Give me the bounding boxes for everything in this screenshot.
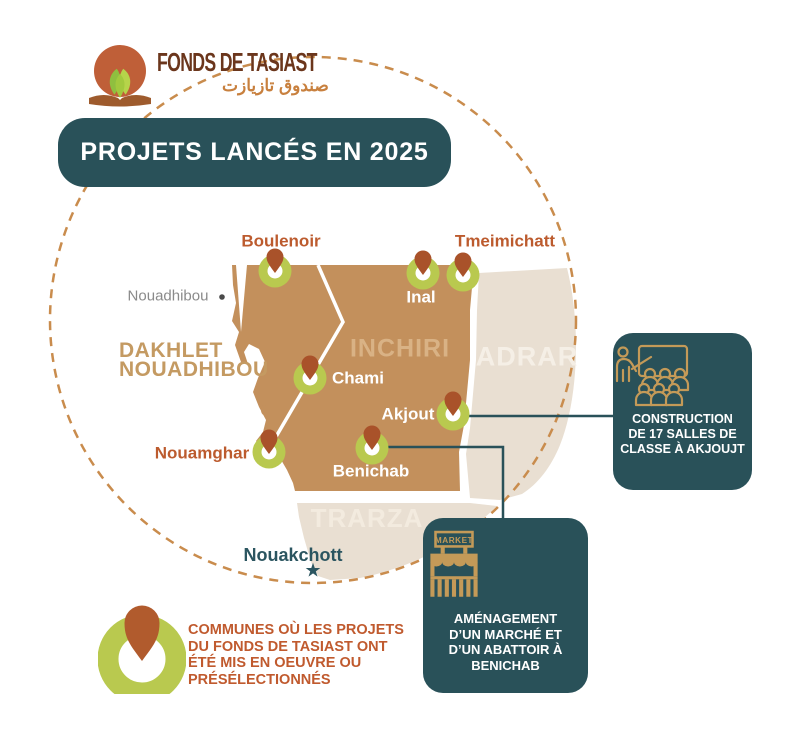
dashed-circle	[48, 55, 578, 585]
island	[269, 417, 275, 425]
pin-nouamghar	[252, 429, 286, 469]
city-label-nouadhibou: Nouadhibou	[127, 287, 209, 305]
pin-chami	[293, 355, 327, 395]
legend-line4: PRÉSÉLECTIONNÉS	[188, 671, 331, 688]
legend-line1: COMMUNES OÙ LES PROJETS	[188, 622, 404, 638]
nouakchott-star-icon: ★	[304, 560, 322, 582]
region-label-adrar: ADRAR	[475, 341, 579, 372]
pin-benichab	[355, 425, 389, 465]
pin-label-boulenoir: Boulenoir	[241, 231, 321, 251]
legend-line2: DU FONDS DE TASIAST ONT	[188, 638, 388, 655]
region-label-line2: NOUADHIBOU	[119, 357, 269, 381]
page-title: PROJETS LANCÉS EN 2025	[80, 138, 429, 166]
nouadhibou-dot	[219, 294, 225, 300]
region-inchiri-dakhlet-shape	[232, 265, 474, 491]
fonds-tasiast-logo-icon	[89, 45, 151, 107]
pin-label-nouamghar: Nouamghar	[154, 443, 250, 463]
pin-label-benichab: Benichab	[332, 461, 410, 481]
region-border-line	[268, 264, 345, 448]
logo-title: FONDS DE TASIAST	[157, 47, 317, 77]
callout-akjoujt-line3: CLASSE À AKJOUJT	[620, 442, 745, 456]
region-adrar-shape	[466, 268, 576, 500]
pin-tmeimichatt	[446, 252, 480, 292]
region-label-dakhlet-nouadhibou: DAKHLET NOUADHIBOU	[119, 339, 269, 381]
callout-benichab-line3: D’UN ABATTOIR À	[448, 642, 563, 657]
legend-pin-icon	[98, 605, 186, 694]
region-label-inchiri: INCHIRI	[349, 334, 451, 363]
callout-akjoujt-line2: DE 17 SALLES DE	[628, 427, 737, 441]
pin-label-inal: Inal	[406, 287, 436, 307]
market-sign-text: MARKET	[435, 536, 473, 545]
callout-benichab: MARKET AMÉNAGEMENT D’UN MARCHÉ ET D’UN A…	[423, 518, 588, 693]
callout-akjoujt: CONSTRUCTION DE 17 SALLES DE CLASSE À AK…	[613, 333, 752, 490]
island	[261, 405, 267, 415]
pin-inal	[406, 250, 440, 290]
city-label-nouakchott: Nouakchott	[243, 545, 343, 565]
region-label-trarza: TRARZA	[310, 503, 424, 533]
connector-benichab	[386, 445, 505, 520]
callout-akjoujt-line1: CONSTRUCTION	[632, 412, 733, 426]
bay-notch	[236, 265, 247, 332]
legend-text: COMMUNES OÙ LES PROJETS DU FONDS DE TASI…	[188, 622, 404, 688]
pin-akjout	[436, 391, 470, 431]
title-banner: PROJETS LANCÉS EN 2025	[58, 118, 451, 187]
region-label-line1: DAKHLET	[119, 339, 223, 362]
legend-line3: ÉTÉ MIS EN OEUVRE OU	[188, 655, 362, 671]
market-icon: MARKET	[430, 530, 478, 597]
pin-label-chami: Chami	[332, 368, 384, 388]
classroom-icon	[615, 344, 690, 407]
callout-benichab-line4: BENICHAB	[471, 657, 540, 673]
pin-boulenoir	[258, 248, 292, 288]
callout-benichab-line2: D’UN MARCHÉ ET	[449, 626, 562, 642]
pin-label-akjout: Akjout	[381, 404, 435, 424]
pin-label-tmeimichatt: Tmeimichatt	[454, 231, 556, 251]
callout-benichab-line1: AMÉNAGEMENT	[453, 611, 558, 626]
logo-arabic-title: صندوق تازيازت	[222, 76, 329, 95]
